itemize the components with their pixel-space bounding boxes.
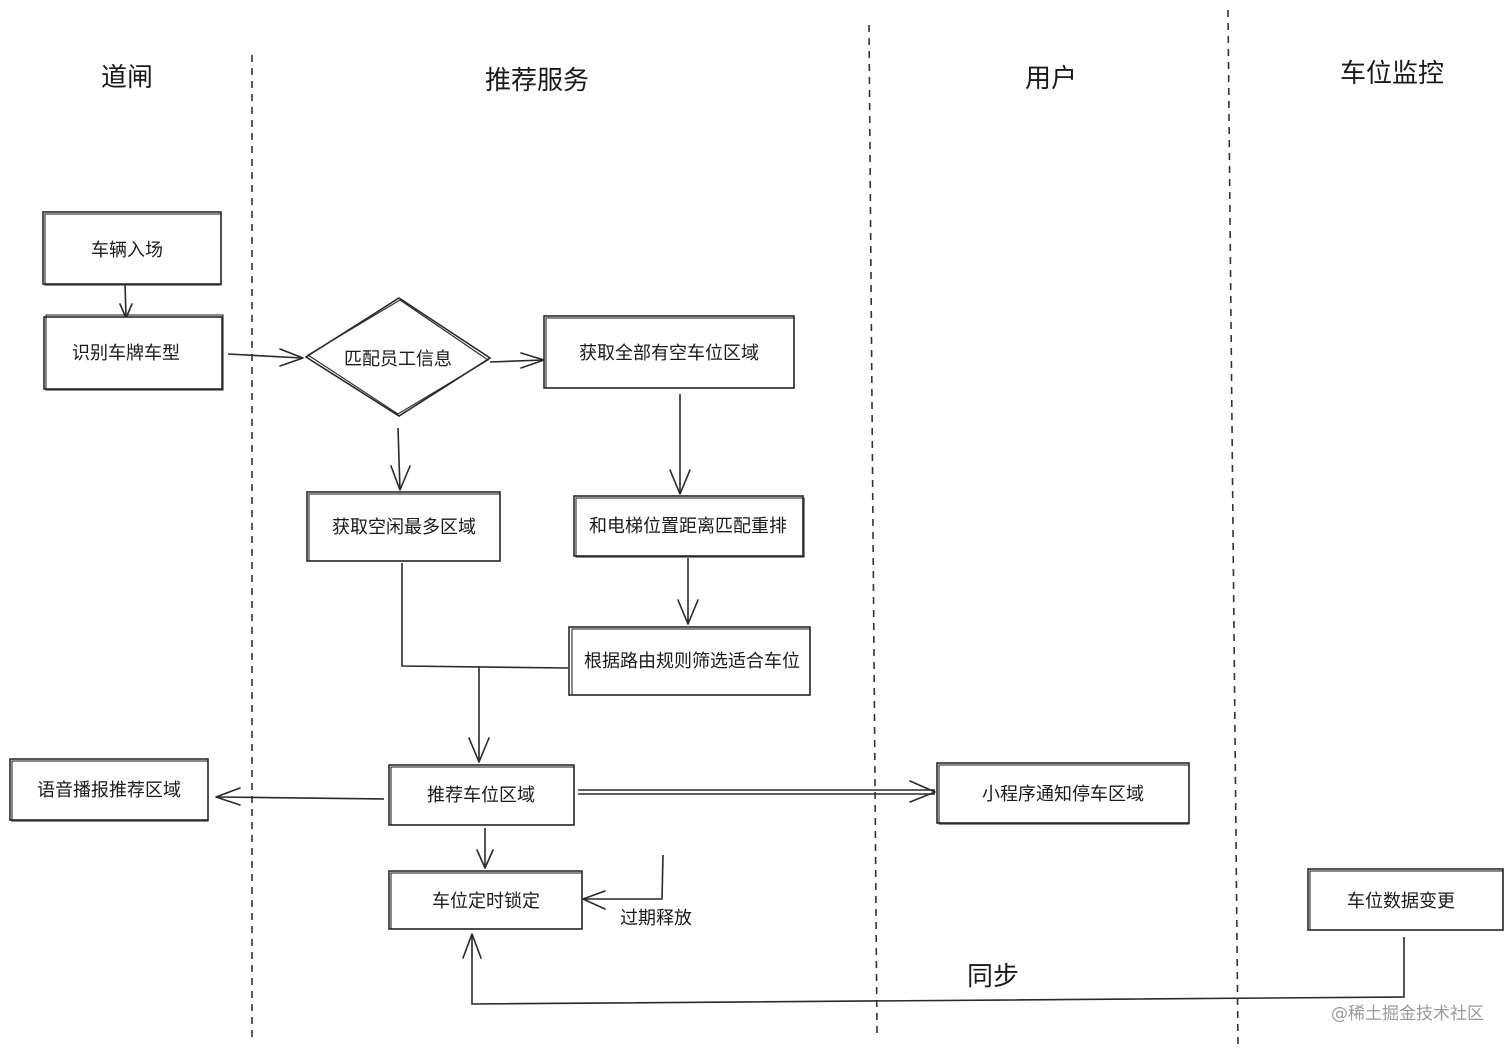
edge-enter-to-identify [119,282,133,319]
lane-header-recommend: 推荐服务 [485,66,589,96]
node-elevator-rerank: 和电梯位置距离匹配重排 [573,495,805,558]
node-match-employee: 匹配员工信息 [304,297,492,417]
node-miniprogram-notify: 小程序通知停车区域 [936,762,1190,825]
edge-recommend-to-lock [476,828,494,869]
svg-text:车位定时锁定: 车位定时锁定 [432,891,540,912]
edge-recommend-to-miniprogram [578,780,936,803]
svg-text:匹配员工信息: 匹配员工信息 [344,349,452,370]
edge-sync [462,933,1405,1005]
edge-merge-to-recommend [401,563,569,763]
svg-text:和电梯位置距离匹配重排: 和电梯位置距离匹配重排 [589,516,787,537]
edge-match-to-empty-zones [489,352,545,369]
node-voice-broadcast: 语音播报推荐区域 [9,758,209,822]
edge-match-to-most-idle [390,427,411,491]
lane-header-monitor: 车位监控 [1340,59,1444,89]
lane-header-user: 用户 [1025,64,1077,94]
node-identify-plate: 识别车牌车型 [43,314,224,391]
edge-identify-to-match [227,348,304,367]
svg-text:推荐车位区域: 推荐车位区域 [427,785,535,806]
lane-divider-2 [868,24,878,1036]
svg-text:车位数据变更: 车位数据变更 [1347,891,1455,912]
node-get-empty-zones: 获取全部有空车位区域 [543,315,795,389]
edge-label-sync: 同步 [967,962,1019,992]
svg-text:车辆入场: 车辆入场 [91,240,163,261]
node-vehicle-enter: 车辆入场 [42,211,222,286]
node-route-filter: 根据路由规则筛选适合车位 [568,626,811,696]
svg-text:小程序通知停车区域: 小程序通知停车区域 [982,784,1144,805]
svg-text:识别车牌车型: 识别车牌车型 [72,343,180,364]
svg-text:语音播报推荐区域: 语音播报推荐区域 [37,780,181,801]
node-timed-lock: 车位定时锁定 [388,870,583,930]
node-get-most-idle: 获取空闲最多区域 [306,491,501,562]
svg-text:获取全部有空车位区域: 获取全部有空车位区域 [579,343,759,364]
edge-label-expire-release: 过期释放 [620,908,692,929]
node-recommend-zone: 推荐车位区域 [388,764,575,826]
edge-recommend-to-voice [215,787,385,806]
svg-text:根据路由规则筛选适合车位: 根据路由规则筛选适合车位 [584,651,800,672]
edge-empty-zones-to-elevator [669,394,691,495]
watermark: @稀土掘金技术社区 [1331,1004,1484,1024]
svg-text:获取空闲最多区域: 获取空闲最多区域 [332,517,476,538]
edge-expire-release [582,854,664,910]
lane-divider-3 [1227,9,1239,1046]
edge-elevator-to-route [677,558,699,625]
lane-header-gate: 道闸 [101,63,153,93]
node-slot-data-change: 车位数据变更 [1307,868,1504,931]
